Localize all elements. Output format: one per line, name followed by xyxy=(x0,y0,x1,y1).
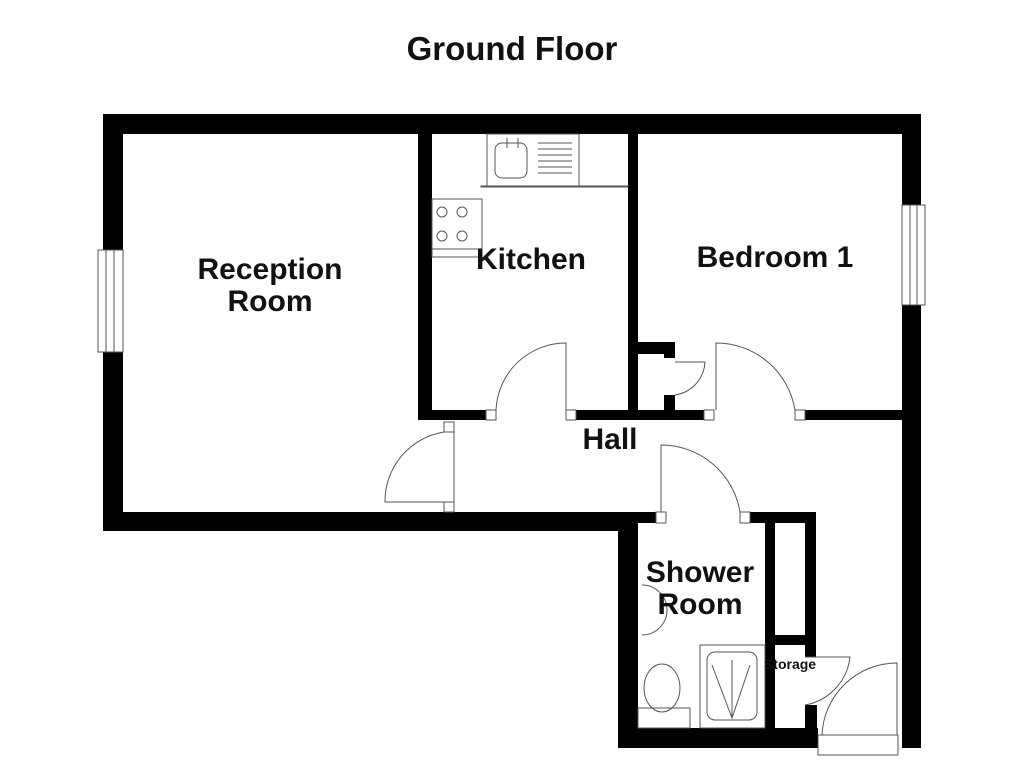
door-kitchen xyxy=(495,342,567,411)
window-reception xyxy=(97,249,124,353)
doors xyxy=(384,342,899,756)
toilet-icon xyxy=(643,663,681,713)
door-cupboard xyxy=(674,361,706,396)
room-label-kitchen: Kitchen xyxy=(475,243,586,276)
wall-kitchen-bottom-b xyxy=(576,410,714,420)
wall-storage-divider xyxy=(765,635,815,645)
basin-icon xyxy=(641,584,668,636)
wall-reception-bottom xyxy=(103,512,638,531)
door-shower xyxy=(660,444,741,513)
room-label-reception: Reception Room xyxy=(197,253,343,318)
door-bedroom xyxy=(715,342,796,411)
wall-shower-top-b xyxy=(750,512,816,523)
fixtures xyxy=(431,133,766,729)
shower-tray xyxy=(699,644,766,729)
wall-shower-top-a xyxy=(618,512,656,523)
wall-shower-left xyxy=(618,512,638,748)
door-storage xyxy=(804,656,851,706)
room-label-shower: Shower Room xyxy=(645,556,755,621)
page-title: Ground Floor xyxy=(406,30,618,67)
sink-icon xyxy=(494,142,528,179)
wall-shower-storage xyxy=(765,512,775,738)
wall-storage-right xyxy=(805,512,816,657)
wall-bottom xyxy=(618,728,818,748)
wall-top xyxy=(103,114,921,134)
shower-icon xyxy=(706,651,758,721)
wall-kitchen-left xyxy=(418,134,432,420)
hob-unit xyxy=(431,198,483,258)
door-reception xyxy=(384,431,455,503)
wall-storage-jamb xyxy=(805,705,817,735)
room-label-storage: Storage xyxy=(763,656,817,672)
wall-kitchen-bedroom xyxy=(628,134,638,414)
wall-bedroom-bottom xyxy=(805,410,902,420)
windows xyxy=(97,204,926,353)
drainer-icon xyxy=(538,142,572,174)
wall-cupboard-jamb-top xyxy=(664,342,675,358)
room-label-bedroom: Bedroom 1 xyxy=(696,241,854,274)
wall-kitchen-bottom-a xyxy=(418,410,486,420)
room-label-hall: Hall xyxy=(582,423,638,456)
wall-cupboard-jamb-bottom xyxy=(664,395,675,413)
door-entrance xyxy=(817,662,899,756)
hob-icon xyxy=(436,206,468,242)
window-bedroom xyxy=(901,204,926,306)
walls xyxy=(103,114,921,748)
